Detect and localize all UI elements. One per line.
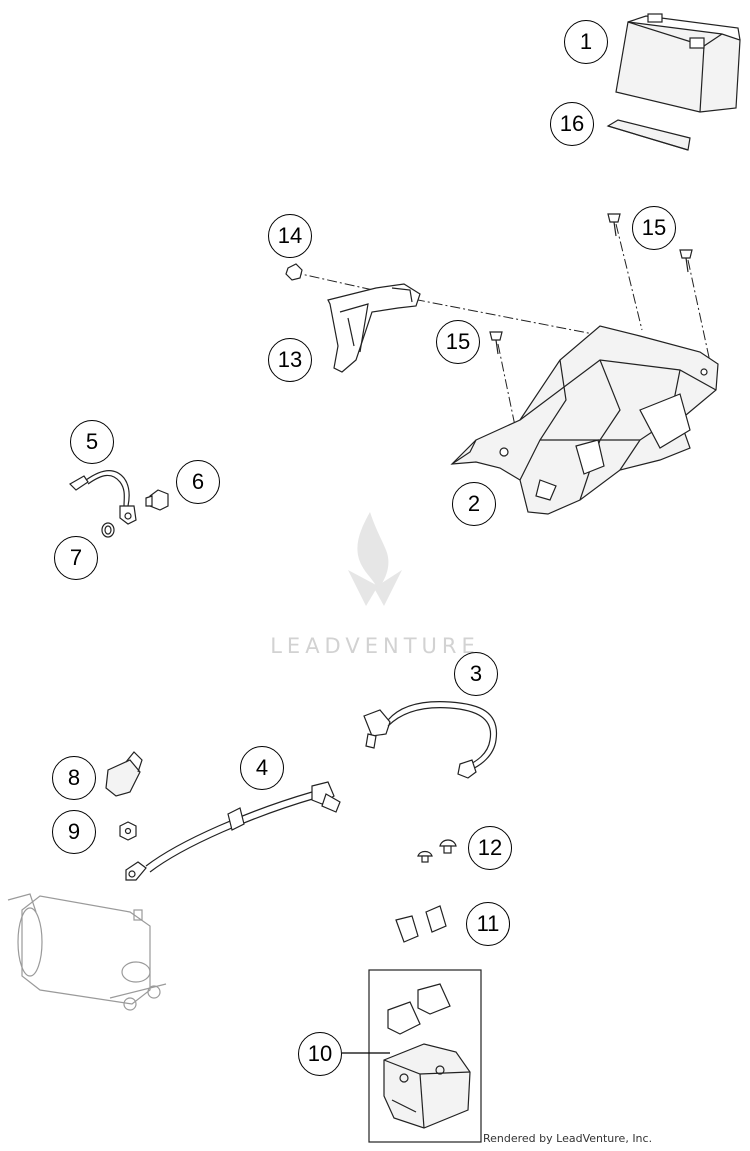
starter-motor-reference — [7, 893, 167, 1011]
fuse-11-parts — [395, 905, 447, 943]
battery-pad-part — [606, 119, 691, 151]
screw-12-parts — [417, 839, 457, 863]
nut-14-part — [285, 263, 303, 281]
callout-13: 13 — [268, 338, 312, 382]
callout-9: 9 — [52, 810, 96, 854]
callout-12: 12 — [468, 826, 512, 870]
ground-cable-part — [69, 470, 137, 525]
bolt-6-part — [145, 489, 169, 511]
callout-1: 1 — [564, 20, 608, 64]
callout-14: 14 — [268, 214, 312, 258]
callout-6: 6 — [176, 460, 220, 504]
callout-8: 8 — [52, 756, 96, 800]
nut-9-part — [119, 821, 137, 841]
protection-cap-8-part — [105, 751, 143, 797]
callout-15-left: 15 — [436, 320, 480, 364]
callout-4: 4 — [240, 746, 284, 790]
callout-15-right: 15 — [632, 206, 676, 250]
rendered-by-credit: Rendered by LeadVenture, Inc. — [483, 1132, 653, 1145]
washer-7-part — [101, 522, 115, 538]
callout-5: 5 — [70, 420, 114, 464]
starter-cable-4-part — [125, 781, 341, 881]
battery-cable-3-part — [363, 701, 498, 779]
holder-bracket-part — [327, 283, 421, 373]
watermark-logo-icon — [348, 512, 402, 606]
callout-16: 16 — [550, 102, 594, 146]
callout-10: 10 — [298, 1032, 342, 1076]
battery-part — [615, 13, 741, 113]
callout-2: 2 — [452, 482, 496, 526]
starter-relay-10-part — [368, 969, 482, 1143]
battery-holder-part — [450, 325, 719, 515]
watermark-text: LEADVENTURE — [270, 634, 480, 658]
screw-15-parts — [489, 213, 693, 355]
callout-7: 7 — [54, 536, 98, 580]
callout-11: 11 — [466, 902, 510, 946]
callout-3: 3 — [454, 652, 498, 696]
